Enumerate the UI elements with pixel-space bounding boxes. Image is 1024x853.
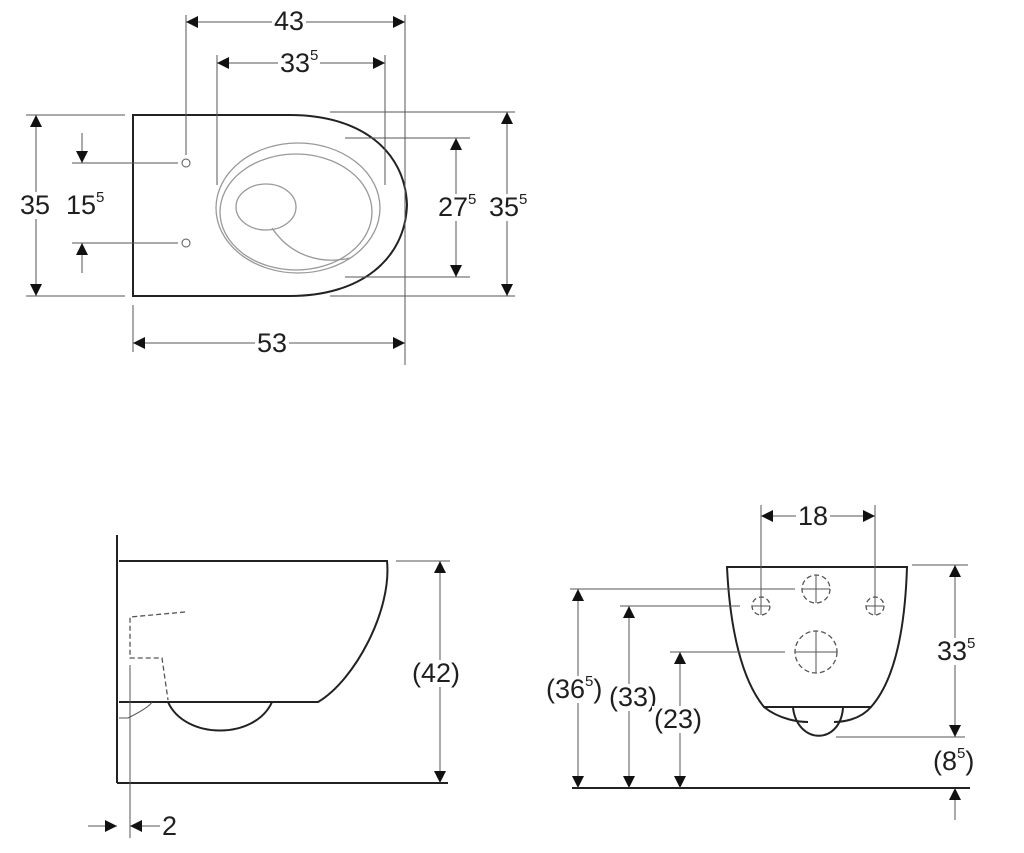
dim-inlet-height: (365) bbox=[544, 673, 605, 704]
fixing-hole-icon bbox=[181, 238, 191, 248]
fixing-hole-icon bbox=[181, 158, 191, 168]
top-view bbox=[26, 15, 515, 365]
dim-width-total: 53 bbox=[255, 328, 290, 358]
dim-outlet-height: (23) bbox=[652, 704, 705, 734]
dim-rim-height: (42) bbox=[410, 658, 463, 688]
dim-bottom-clearance: (85) bbox=[931, 745, 977, 776]
dim-fixing-to-front: 43 bbox=[272, 6, 307, 36]
side-view bbox=[88, 535, 450, 838]
dim-back-height: 35 bbox=[18, 190, 53, 220]
dim-body-height: 335 bbox=[935, 635, 978, 666]
dim-bowl-opening-length: 335 bbox=[278, 47, 321, 78]
rear-view bbox=[570, 505, 970, 820]
dim-fixing-hole-spacing: 18 bbox=[796, 501, 831, 531]
dim-fixing-spacing: 155 bbox=[64, 189, 107, 220]
dim-overall-width: 355 bbox=[487, 191, 530, 222]
dim-fixing-height: (33) bbox=[607, 682, 660, 712]
dim-bowl-opening-width: 275 bbox=[436, 191, 479, 222]
dim-wall-gap: 2 bbox=[160, 811, 180, 841]
